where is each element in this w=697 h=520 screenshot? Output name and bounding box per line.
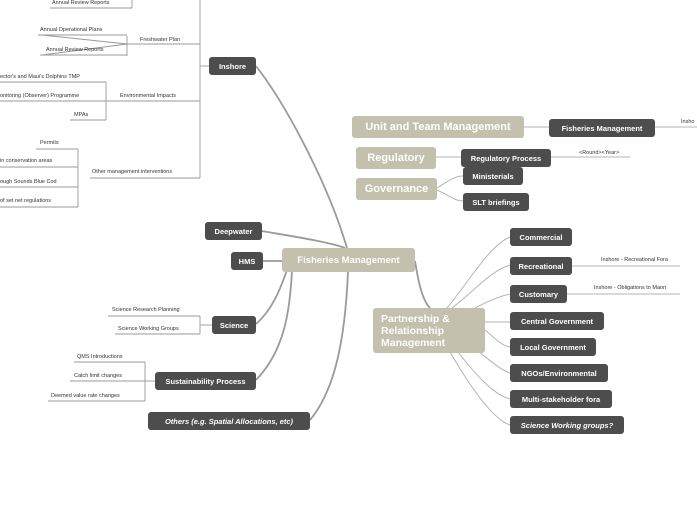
environmental-leaf-1: ector's and Maui's Dolphins TMP bbox=[0, 74, 80, 80]
sustainability-leaf-2: Catch limit changes bbox=[74, 373, 122, 379]
interventions-leaf-3: ough Sounds Blue Cod bbox=[0, 179, 57, 185]
fisheries-management-sub-node[interactable]: Fisheries Management bbox=[549, 119, 655, 137]
interventions-leaf-4: of set net regulations bbox=[0, 198, 52, 204]
environmental-leaf-2: onitoring (Observer) Programme bbox=[0, 93, 80, 99]
ministerials-node[interactable]: Ministerials bbox=[463, 167, 523, 185]
sustainability-process-node[interactable]: Sustainability Process bbox=[155, 372, 256, 390]
science-leaf-2: Science Working Groups bbox=[118, 326, 179, 332]
central-topic[interactable]: Fisheries Management bbox=[282, 248, 415, 272]
regulatory-node[interactable]: Regulatory bbox=[356, 147, 436, 169]
central-government-node[interactable]: Central Government bbox=[510, 312, 604, 330]
customary-node[interactable]: Customary bbox=[510, 285, 567, 303]
science-node[interactable]: Science bbox=[212, 316, 256, 334]
slt-briefings-node[interactable]: SLT briefings bbox=[463, 193, 529, 211]
customary-leaf: Inshore - Obligations to Maori bbox=[594, 285, 667, 291]
unit-team-management-node[interactable]: Unit and Team Management bbox=[352, 116, 524, 138]
unit-team-leaf: Insho bbox=[681, 119, 695, 125]
environmental-impacts-label: Environmental Impacts bbox=[120, 93, 176, 99]
hms-node[interactable]: HMS bbox=[231, 252, 263, 270]
inshore-top-leaf: Annual Review Reports bbox=[52, 0, 110, 6]
recreational-node[interactable]: Recreational bbox=[510, 257, 572, 275]
deepwater-node[interactable]: Deepwater bbox=[205, 222, 262, 240]
sustainability-leaf-1: QMS Introductions bbox=[77, 354, 123, 360]
other-interventions-label: Other management interventions bbox=[92, 169, 173, 175]
freshwater-leaf-2: Annual Review Reports bbox=[46, 47, 104, 53]
ngos-environmental-node[interactable]: NGOs/Environmental bbox=[510, 364, 608, 382]
science-leaf-1: Science Research Planning bbox=[112, 307, 180, 313]
sustainability-leaf-3: Deemed value rate changes bbox=[51, 393, 120, 399]
environmental-leaf-3: MPAs bbox=[74, 112, 89, 118]
local-government-node[interactable]: Local Government bbox=[510, 338, 596, 356]
freshwater-plan-label: Freshwater Plan bbox=[140, 37, 181, 43]
governance-node[interactable]: Governance bbox=[356, 178, 437, 200]
others-node[interactable]: Others (e.g. Spatial Allocations, etc) bbox=[148, 412, 310, 430]
regulatory-leaf: <Round><Year> bbox=[579, 150, 620, 156]
commercial-node[interactable]: Commercial bbox=[510, 228, 572, 246]
recreational-leaf: Inshore - Recreational Fora bbox=[601, 257, 668, 263]
interventions-leaf-2: in conservation areas bbox=[0, 158, 53, 164]
inshore-node[interactable]: Inshore bbox=[209, 57, 256, 75]
freshwater-leaf-1: Annual Operational Plans bbox=[40, 27, 103, 33]
interventions-leaf-1: Permits bbox=[40, 140, 59, 146]
science-working-groups-node[interactable]: Science Working groups? bbox=[510, 416, 624, 434]
regulatory-process-node[interactable]: Regulatory Process bbox=[461, 149, 551, 167]
partnership-node[interactable]: Partnership & Relationship Management bbox=[373, 308, 485, 353]
multi-stakeholder-fora-node[interactable]: Multi-stakeholder fora bbox=[510, 390, 612, 408]
